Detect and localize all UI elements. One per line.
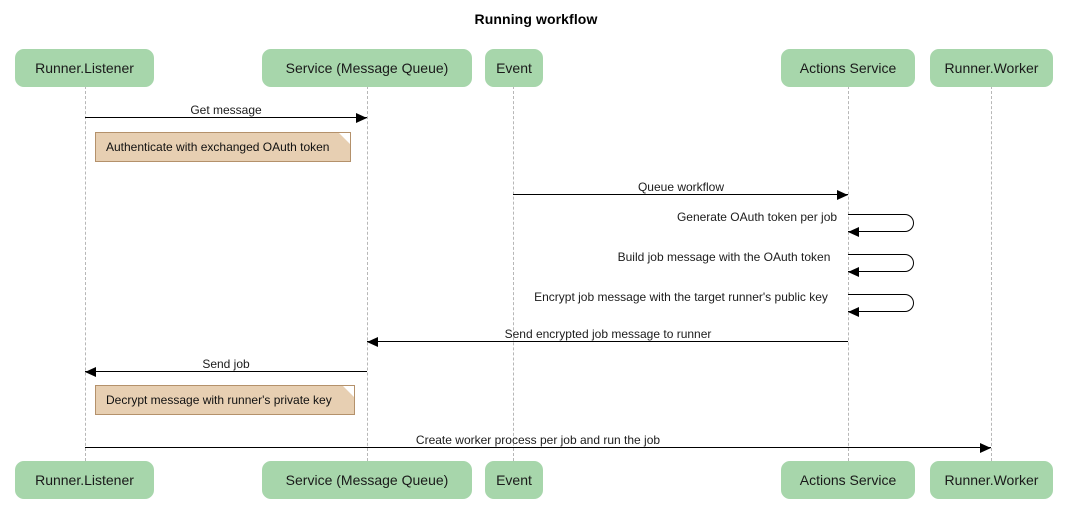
self-message-encrypt-job-message-with-the-target-runners-public-key [848,294,914,312]
message-line-get-message [85,117,367,118]
arrowhead-queue-workflow [837,190,848,200]
lifeline-runner-worker [991,86,992,461]
participant-label: Event [496,472,532,488]
participant-runner-listener-top[interactable]: Runner.Listener [15,49,154,87]
message-label-create-worker-process-per-job-and-run-the-job: Create worker process per job and run th… [415,433,661,447]
message-line-queue-workflow [513,194,848,195]
message-line-create-worker-process-per-job-and-run-the-job [85,447,991,448]
lifeline-event [513,86,514,461]
participant-event-bottom[interactable]: Event [485,461,543,499]
message-label-get-message: Get message [190,103,262,117]
arrowhead-create-worker-process-per-job-and-run-the-job [980,443,991,453]
arrowhead-send-encrypted-job-message-to-runner [367,337,378,347]
message-line-send-job [85,371,367,372]
participant-label: Actions Service [799,472,897,488]
participant-service-message-queue-bottom[interactable]: Service (Message Queue) [262,461,472,499]
page-title: Running workflow [474,11,598,27]
participant-label: Service (Message Queue) [285,472,449,488]
message-label-send-encrypted-job-message-to-runner: Send encrypted job message to runner [504,327,712,341]
message-label-generate-oauth-token-per-job: Generate OAuth token per job [676,210,838,224]
self-message-build-job-message-with-the-oauth-token [848,254,914,272]
participant-label: Event [496,60,532,76]
message-label-queue-workflow: Queue workflow [637,180,725,194]
participant-label: Actions Service [799,60,897,76]
note-fold-edge [339,385,355,401]
arrowhead-get-message [356,113,367,123]
message-label-send-job: Send job [202,357,250,371]
participant-runner-worker-bottom[interactable]: Runner.Worker [930,461,1053,499]
note-label: Authenticate with exchanged OAuth token [106,140,330,154]
arrowhead-build-job-message-with-the-oauth-token [848,267,859,277]
participant-runner-listener-bottom[interactable]: Runner.Listener [15,461,154,499]
participant-actions-service-top[interactable]: Actions Service [781,49,915,87]
arrowhead-encrypt-job-message-with-the-target-runners-public-key [848,307,859,317]
note-fold-edge [335,132,351,148]
message-label-build-job-message-with-the-oauth-token: Build job message with the OAuth token [617,250,831,264]
participant-label: Runner.Listener [35,60,134,76]
participant-label: Runner.Listener [35,472,134,488]
self-message-generate-oauth-token-per-job [848,214,914,232]
participant-label: Service (Message Queue) [285,60,449,76]
participant-actions-service-bottom[interactable]: Actions Service [781,461,915,499]
participant-label: Runner.Worker [944,60,1039,76]
arrowhead-generate-oauth-token-per-job [848,227,859,237]
note-label: Decrypt message with runner's private ke… [106,393,332,407]
note-decrypt-message-with-runners-private-key: Decrypt message with runner's private ke… [95,385,355,415]
lifeline-runner-listener [85,86,86,461]
participant-service-message-queue-top[interactable]: Service (Message Queue) [262,49,472,87]
arrowhead-send-job [85,367,96,377]
participant-runner-worker-top[interactable]: Runner.Worker [930,49,1053,87]
message-line-send-encrypted-job-message-to-runner [367,341,848,342]
message-label-encrypt-job-message-with-the-target-runners-public-key: Encrypt job message with the target runn… [534,290,828,304]
participant-event-top[interactable]: Event [485,49,543,87]
lifeline-service-message-queue [367,86,368,461]
note-authenticate-with-exchanged-oauth-token: Authenticate with exchanged OAuth token [95,132,351,162]
participant-label: Runner.Worker [944,472,1039,488]
